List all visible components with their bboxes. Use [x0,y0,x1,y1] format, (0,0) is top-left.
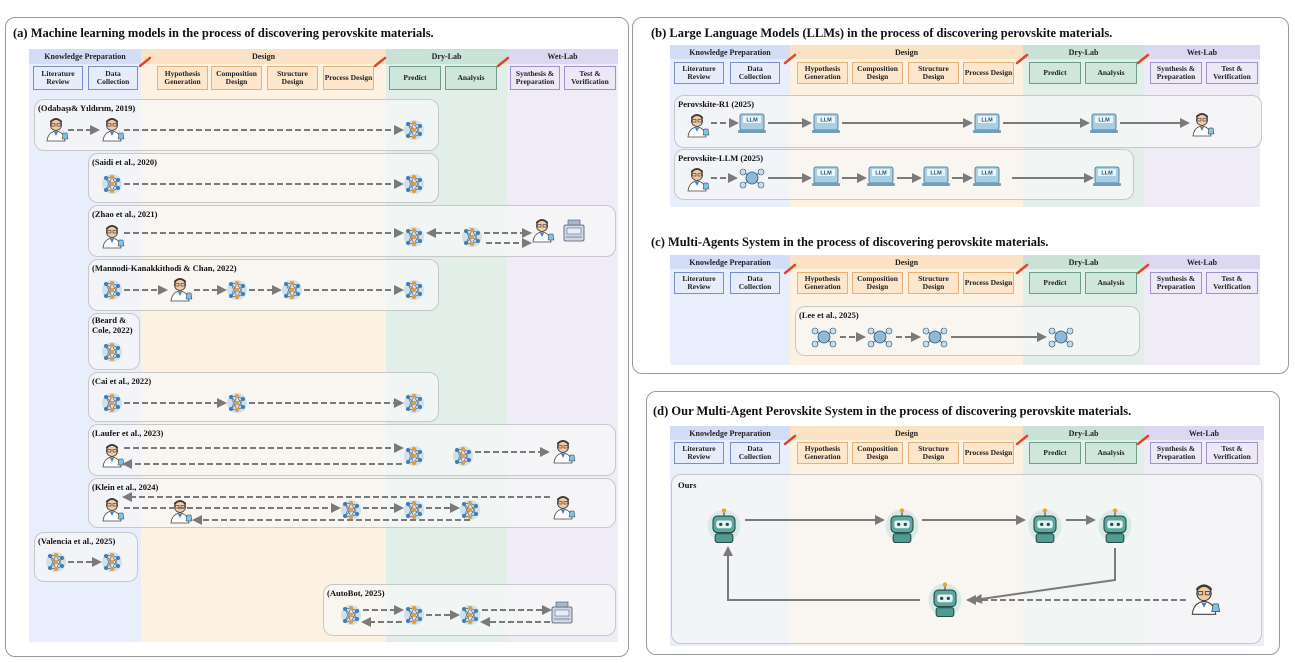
row-a-2 [88,153,439,203]
box-literature-review-b: Literature Review [674,62,724,84]
stage-wetlab-d: Wet-Lab [1144,426,1264,440]
row-a-1 [34,99,439,151]
box-predict-c: Predict [1029,272,1081,294]
row-a-3 [88,205,616,257]
box-data-collection-b: Data Collection [730,62,780,84]
box-process-design-b: Process Design [963,62,1014,84]
stage-knowledge-d: Knowledge Preparation [670,426,790,440]
stage-design-d: Design [790,426,1023,440]
box-synthesis-preparation: Synthesis & Preparation [510,66,560,90]
row-label-c-1: (Lee et al., 2025) [799,310,859,320]
row-label-a-10: (AutoBot, 2025) [327,588,385,598]
row-b-1 [674,95,1262,148]
stage-design-c: Design [790,255,1023,269]
stage-drylab: Dry-Lab [386,49,507,64]
box-composition-design-b: Composition Design [852,62,903,84]
panel-d-title: (d) Our Multi-Agent Perovskite System in… [653,404,1132,418]
column-wetlab [507,49,618,642]
stage-knowledge: Knowledge Preparation [29,49,141,64]
row-label-a-9: (Valencia et al., 2025) [38,536,116,546]
box-structure-design-d: Structure Design [908,442,959,464]
panel-c-title: (c) Multi-Agents System in the process o… [651,235,1049,249]
box-data-collection: Data Collection [88,66,138,90]
box-test-verification-d: Test & Verification [1206,442,1258,464]
box-structure-design: Structure Design [267,66,318,90]
box-hypothesis-generation: Hypothesis Generation [157,66,208,90]
row-a-6 [88,372,439,422]
row-label-a-8: (Klein et al., 2024) [92,482,159,492]
stage-wetlab-b: Wet-Lab [1144,45,1260,59]
stage-wetlab: Wet-Lab [507,49,618,64]
box-data-collection-c: Data Collection [730,272,780,294]
box-composition-design: Composition Design [211,66,262,90]
row-label-a-7: (Laufer et al., 2023) [92,428,164,438]
stage-drylab-d: Dry-Lab [1023,426,1144,440]
panel-a-title: (a) Machine learning models in the proce… [13,26,434,40]
row-label-a-3: (Zhao et al., 2021) [92,209,158,219]
panel-b-title: (b) Large Language Models (LLMs) in the … [651,26,1113,40]
row-label-d-1: Ours [678,480,697,490]
box-structure-design-c: Structure Design [908,272,959,294]
box-process-design-d: Process Design [963,442,1014,464]
box-process-design-c: Process Design [963,272,1014,294]
box-analysis-c: Analysis [1085,272,1137,294]
box-synthesis-preparation-c: Synthesis & Preparation [1150,272,1202,294]
stage-wetlab-c: Wet-Lab [1144,255,1260,269]
box-predict: Predict [389,66,441,90]
stage-drylab-b: Dry-Lab [1023,45,1144,59]
box-data-collection-d: Data Collection [730,442,780,464]
box-hypothesis-generation-d: Hypothesis Generation [797,442,848,464]
box-synthesis-preparation-b: Synthesis & Preparation [1150,62,1202,84]
box-analysis-b: Analysis [1085,62,1137,84]
row-label-b-1: Perovskite-R1 (2025) [678,99,755,109]
box-analysis-d: Analysis [1085,442,1137,464]
row-label-a-6: (Cai et al., 2022) [92,376,152,386]
row-label-b-2: Perovskite-LLM (2025) [678,153,764,163]
box-analysis: Analysis [445,66,497,90]
row-a-8 [88,478,616,528]
box-test-verification: Test & Verification [564,66,616,90]
box-hypothesis-generation-b: Hypothesis Generation [797,62,848,84]
row-label-a-5: (Beard & Cole, 2022) [92,315,133,335]
stage-drylab-c: Dry-Lab [1023,255,1144,269]
row-a-7 [88,424,616,476]
box-composition-design-c: Composition Design [852,272,903,294]
stage-design: Design [141,49,386,64]
row-d-1 [671,474,1262,644]
box-hypothesis-generation-c: Hypothesis Generation [797,272,848,294]
row-a-4 [88,259,439,311]
box-process-design: Process Design [323,66,374,90]
box-test-verification-c: Test & Verification [1206,272,1258,294]
box-synthesis-preparation-d: Synthesis & Preparation [1150,442,1202,464]
box-literature-review-c: Literature Review [674,272,724,294]
stage-design-b: Design [790,45,1023,59]
box-predict-d: Predict [1029,442,1081,464]
stage-knowledge-b: Knowledge Preparation [670,45,790,59]
row-label-a-2: (Saidi et al., 2020) [92,157,157,167]
row-c-1 [795,306,1140,356]
box-test-verification-b: Test & Verification [1206,62,1258,84]
box-literature-review: Literature Review [33,66,83,90]
row-label-a-1: (Odabaşı& Yıldırım, 2019) [38,103,136,113]
box-predict-b: Predict [1029,62,1081,84]
stage-knowledge-c: Knowledge Preparation [670,255,790,269]
box-composition-design-d: Composition Design [852,442,903,464]
box-structure-design-b: Structure Design [908,62,959,84]
box-literature-review-d: Literature Review [674,442,724,464]
row-label-a-4: (Mannodi-Kanakkithodi & Chan, 2022) [92,263,237,273]
